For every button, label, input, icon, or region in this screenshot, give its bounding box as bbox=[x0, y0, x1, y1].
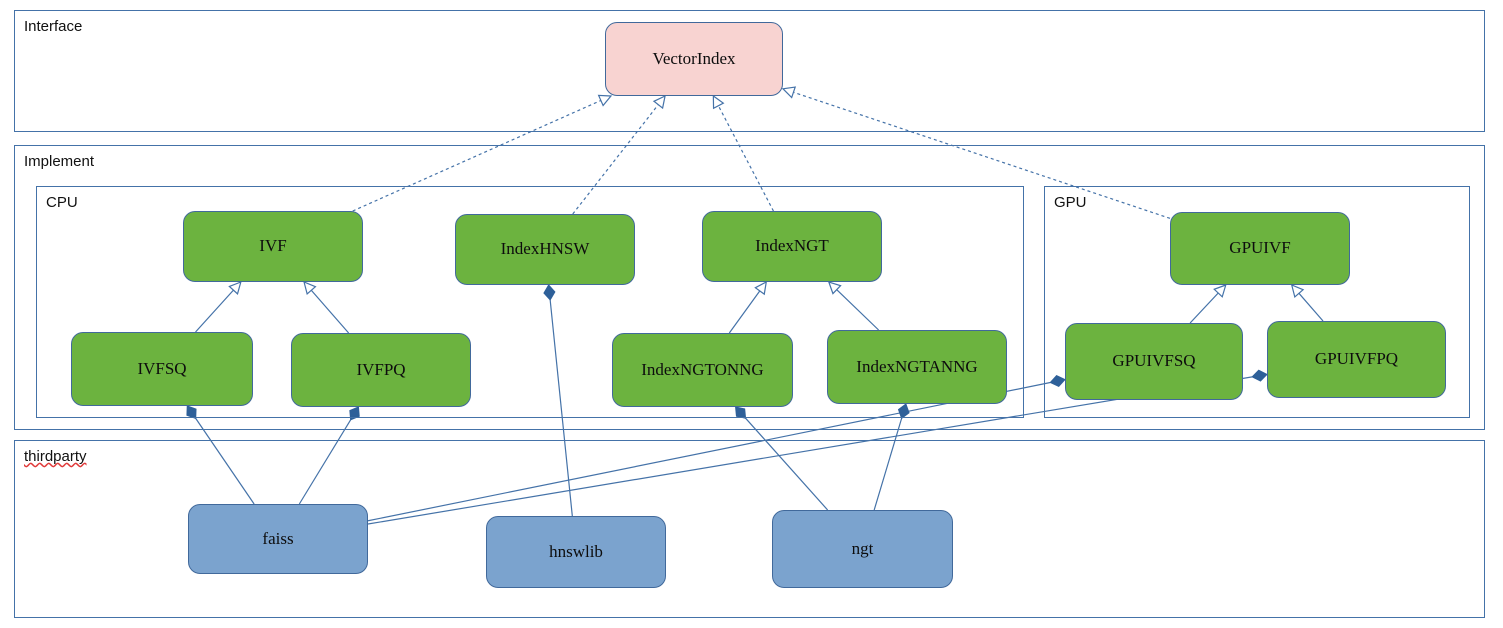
group-cpu bbox=[36, 186, 1024, 418]
node-label: ngt bbox=[851, 538, 874, 558]
group-label-thirdparty: thirdparty bbox=[24, 448, 87, 465]
node-gpuivfpq[interactable]: GPUIVFPQ bbox=[1267, 321, 1446, 398]
node-ivfpq[interactable]: IVFPQ bbox=[291, 333, 471, 407]
node-label: faiss bbox=[262, 528, 294, 548]
node-ivfsq[interactable]: IVFSQ bbox=[71, 332, 253, 406]
group-thirdparty bbox=[14, 440, 1485, 618]
node-indexngt[interactable]: IndexNGT bbox=[702, 211, 882, 282]
node-ivf[interactable]: IVF bbox=[183, 211, 363, 282]
group-label-cpu: CPU bbox=[46, 194, 78, 211]
node-indexngtonng[interactable]: IndexNGTONNG bbox=[612, 333, 793, 407]
node-label: IndexNGT bbox=[755, 236, 829, 256]
node-label: GPUIVF bbox=[1229, 238, 1291, 258]
node-label: IVF bbox=[259, 236, 287, 256]
node-label: GPUIVFSQ bbox=[1112, 351, 1196, 371]
node-label: IndexNGTANNG bbox=[856, 356, 978, 376]
node-label: VectorIndex bbox=[652, 48, 736, 68]
node-label: IndexNGTONNG bbox=[641, 359, 764, 379]
group-interface bbox=[14, 10, 1485, 132]
group-implement bbox=[14, 145, 1485, 430]
node-indexhnsw[interactable]: IndexHNSW bbox=[455, 214, 635, 285]
group-label-gpu: GPU bbox=[1054, 194, 1087, 211]
node-indexngtanng[interactable]: IndexNGTANNG bbox=[827, 330, 1007, 404]
node-vectorindex[interactable]: VectorIndex bbox=[605, 22, 783, 96]
node-ngt[interactable]: ngt bbox=[772, 510, 953, 588]
node-hnswlib[interactable]: hnswlib bbox=[486, 516, 666, 588]
node-faiss[interactable]: faiss bbox=[188, 504, 368, 574]
node-label: IVFPQ bbox=[356, 359, 406, 379]
node-label: IndexHNSW bbox=[500, 239, 590, 259]
node-label: GPUIVFPQ bbox=[1314, 349, 1399, 369]
group-label-interface: Interface bbox=[24, 18, 83, 35]
node-label: hnswlib bbox=[549, 541, 603, 561]
node-gpuivf[interactable]: GPUIVF bbox=[1170, 212, 1350, 285]
group-label-implement: Implement bbox=[24, 153, 95, 170]
group-gpu bbox=[1044, 186, 1470, 418]
node-gpuivfsq[interactable]: GPUIVFSQ bbox=[1065, 323, 1243, 400]
node-label: IVFSQ bbox=[137, 358, 187, 378]
